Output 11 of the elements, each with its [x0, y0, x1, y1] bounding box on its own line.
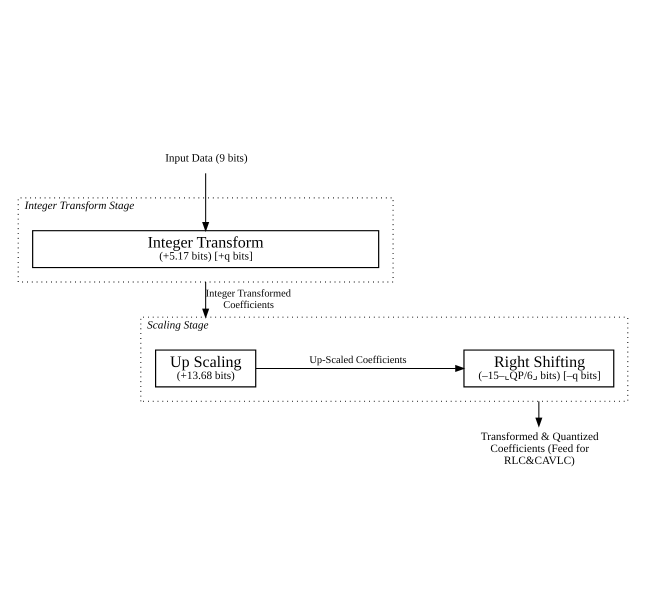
edge-label: Up-Scaled Coefficients [309, 354, 407, 366]
node-box: Right Shifting (–15–⌞QP/6⌟ bits) [–q bits] [463, 348, 614, 387]
arrow [256, 364, 466, 372]
arrow [202, 281, 210, 318]
node-box: Integer Transform (+5.17 bits) [+q bits] [32, 230, 380, 268]
edge-label: Integer Transformed Coefficients [206, 288, 291, 310]
arrow [202, 172, 210, 232]
node-text: Input Data (9 bits) [165, 152, 248, 164]
arrow [535, 400, 542, 428]
node-text: Transformed & Quantized Coefficients (Feed for RLC&CAVLC) [480, 430, 599, 466]
node-box: Up Scaling (+13.68 bits) [155, 348, 256, 387]
